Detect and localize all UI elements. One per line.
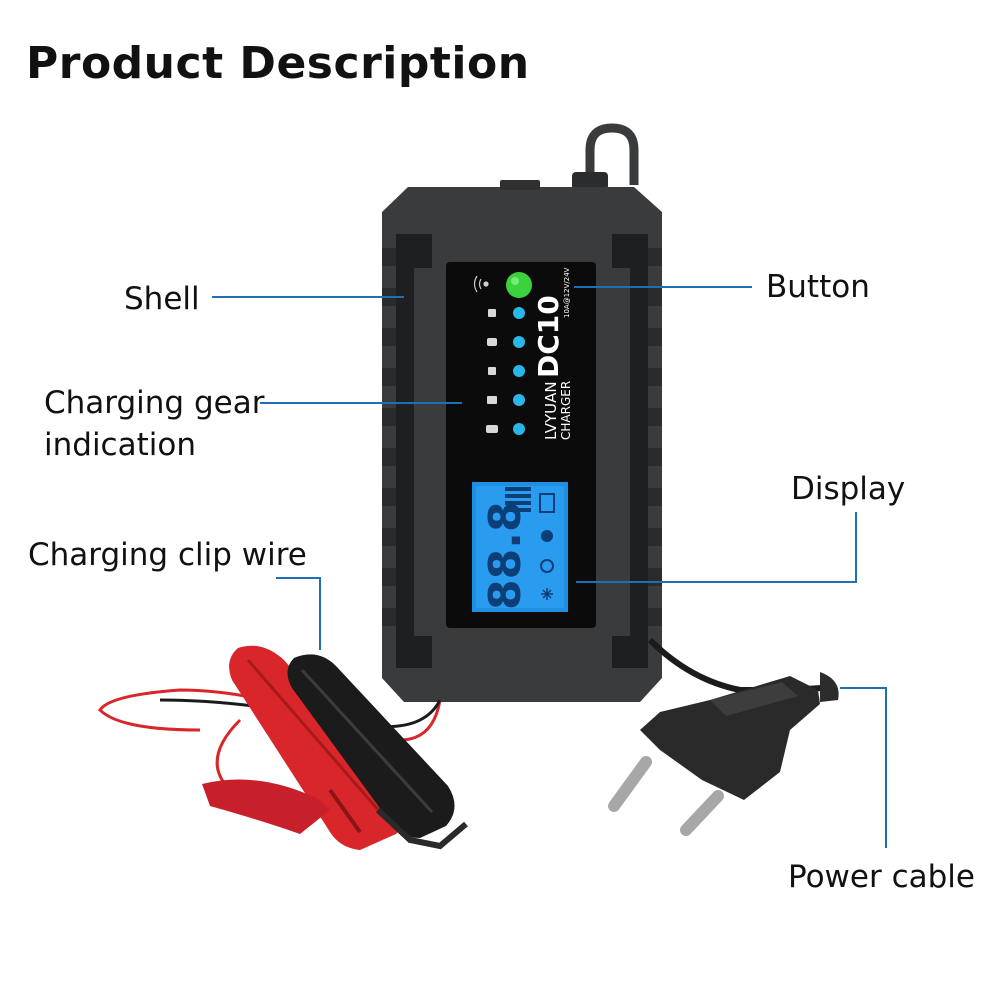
sun-icon [540, 559, 554, 573]
model-spec: 10A@12V/24V [563, 267, 571, 318]
lcd-digits: 88.8 [480, 501, 531, 610]
model-name: DC10 [532, 295, 565, 378]
charging-gear-label: Charging gear indication [44, 382, 304, 466]
snow-icon [488, 367, 496, 375]
black-clamp [287, 654, 468, 850]
power-plug [608, 672, 839, 836]
shield-icon [541, 530, 553, 542]
gear-indicator-dot [513, 365, 525, 377]
loop-base [572, 172, 608, 190]
gear-indicator-dot [513, 307, 525, 319]
motorcycle-icon [487, 338, 497, 346]
brand-line1: LVYUAN [542, 381, 560, 440]
display-label: Display [791, 471, 906, 507]
plug-pin [608, 756, 652, 812]
display-callout-line [576, 512, 857, 583]
gear-indicator-dot [513, 423, 525, 435]
hanging-loop [585, 123, 639, 185]
lcd-display [472, 482, 568, 612]
snowflake-icon [541, 588, 553, 600]
button-label: Button [766, 269, 870, 305]
brand-line2: CHARGER [559, 381, 573, 440]
clip-wire-label: Charging clip wire [28, 537, 307, 573]
shell-label: Shell [124, 281, 200, 317]
callout-lines [212, 286, 887, 848]
page-title: Product Description [26, 38, 530, 89]
gear-indicator-dot [513, 336, 525, 348]
car-icon [486, 425, 498, 433]
battery-icon [487, 396, 497, 404]
red-clamp [202, 645, 406, 850]
gear-indicator-dot [513, 394, 525, 406]
charging-gear-label-line2: indication [44, 427, 196, 463]
power-cable-label: Power cable [788, 859, 975, 895]
wrench-icon [488, 309, 496, 317]
touch-icon [473, 275, 489, 293]
gear-icons [486, 309, 498, 433]
charging-gear-label-line1: Charging gear [44, 385, 265, 421]
power-cable-callout-line [840, 687, 887, 848]
mode-button[interactable] [506, 272, 532, 298]
front-panel [446, 262, 596, 628]
plug-pin [680, 790, 724, 836]
clip-wire-callout-line [276, 577, 321, 650]
charging-gear-indicators [513, 307, 525, 435]
